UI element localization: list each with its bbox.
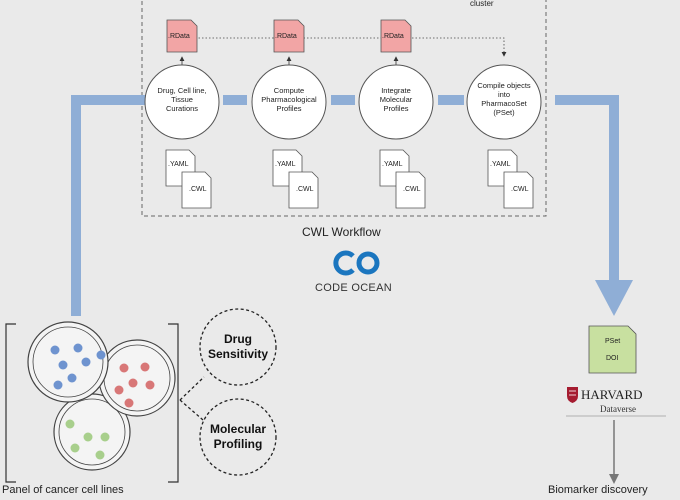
cluster-box [141, 0, 547, 217]
step-pharmacological: Compute Pharmacological Profiles [261, 86, 317, 113]
code-ocean-label: CODE OCEAN [315, 282, 392, 294]
cells-blue [50, 343, 106, 390]
rdata-label-1: .RData [168, 33, 190, 40]
petri-dishes [27, 321, 176, 471]
yaml-cwl-docs [165, 149, 534, 209]
harvard-shield-icon [567, 387, 578, 403]
drug-sensitivity-label: Drug Sensitivity [207, 332, 269, 361]
yaml-label-3: .YAML [382, 161, 403, 168]
molecular-profiling-label: Molecular Profiling [209, 422, 266, 451]
rdata-label-2: .RData [275, 33, 297, 40]
rdata-files [166, 19, 412, 53]
dataverse-label: Dataverse [600, 404, 636, 414]
cells-green [65, 419, 110, 460]
harvard-name: HARVARD [581, 387, 643, 402]
bubbles [199, 308, 277, 476]
process-circles [144, 64, 542, 140]
yaml-label-4: .YAML [490, 161, 511, 168]
step-compile-pset: Compile objects into PharmacoSet (PSet) [477, 81, 531, 117]
rdata-label-3: .RData [382, 33, 404, 40]
blue-flow-arrows [71, 95, 619, 316]
cwl-label-4: .CWL [511, 186, 529, 193]
step-molecular: Integrate Molecular Profiles [379, 86, 413, 113]
flow-arrowhead [595, 280, 633, 316]
flow-line-right [555, 95, 619, 282]
yaml-label-1: .YAML [168, 161, 189, 168]
bubble-connectors [179, 376, 205, 421]
cluster-label: cluster [470, 0, 494, 8]
cwl-label-2: .CWL [296, 186, 314, 193]
doi-label: DOI [606, 355, 619, 362]
pset-label: PSet [605, 338, 621, 345]
cwl-label-1: .CWL [189, 186, 207, 193]
rdata-dotted-connector [195, 37, 507, 57]
pset-document [588, 325, 637, 374]
panel-caption: Panel of cancer cell lines [2, 484, 124, 496]
flow-line-left [71, 95, 150, 316]
cells-red [114, 362, 155, 408]
workflow-title: CWL Workflow [302, 225, 381, 239]
panel-bracket [5, 323, 179, 483]
yaml-label-2: .YAML [275, 161, 296, 168]
code-ocean-logo-icon [333, 250, 380, 276]
cwl-label-3: .CWL [403, 186, 421, 193]
biomarker-caption: Biomarker discovery [548, 484, 648, 496]
step-curation: Drug, Cell line, Tissue Curations [157, 86, 207, 113]
biomarker-arrowhead [609, 474, 619, 484]
